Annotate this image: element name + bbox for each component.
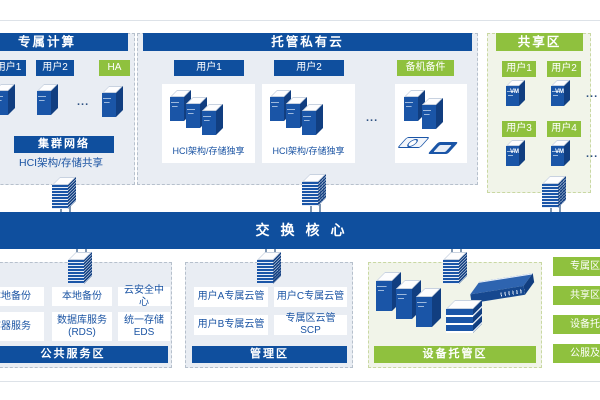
zone-shared-title: 共享区 <box>496 33 583 51</box>
service-card: 本地备份 <box>0 287 44 306</box>
zone-hosted-title: 托管私有云 <box>143 33 472 51</box>
connector-line <box>310 204 312 214</box>
side-label-dedicated: 专属区 <box>553 257 600 276</box>
connector-line <box>319 204 321 214</box>
disk-icon <box>397 137 430 148</box>
zone-dedicated-title: 专属计算 <box>0 33 128 51</box>
vm-icon: VM <box>506 140 525 166</box>
vm-icon: VM <box>506 80 525 106</box>
shared-user2-label: 用户2 <box>547 61 581 77</box>
server-icon <box>170 90 191 121</box>
server-icon <box>0 84 15 115</box>
hosted-arch2-text: HCI架构/存储独享 <box>272 146 345 156</box>
server-icon <box>396 280 421 319</box>
connector-line <box>69 206 71 214</box>
mgmt-card: 用户A专属云管 <box>194 287 268 307</box>
mgmt-card: 专属区云管SCP <box>274 313 347 336</box>
ellipsis: ... <box>586 88 599 100</box>
server-icon <box>270 90 291 121</box>
hosted-user2-label: 用户2 <box>274 60 344 76</box>
zone-management-title: 管理区 <box>192 346 347 363</box>
ellipsis: ... <box>77 96 90 108</box>
service-card: 容器服务 <box>0 312 44 341</box>
switching-core-band: 交换核心 <box>0 212 600 249</box>
server-icon <box>422 98 443 129</box>
server-icon <box>404 90 425 121</box>
server-icon <box>376 272 401 311</box>
service-card: 云安全中心 <box>118 285 170 308</box>
shared-user3-label: 用户3 <box>502 121 536 137</box>
connector-line <box>76 247 78 255</box>
connector-line <box>550 205 552 214</box>
server-icon <box>286 97 307 128</box>
server-icon <box>202 104 223 135</box>
hosted-user2-card: HCI架构/存储独享 <box>262 84 355 163</box>
chip-icon <box>427 142 459 154</box>
spare-parts-label: 备机备件 <box>397 60 454 76</box>
switch-icon <box>542 176 566 208</box>
storage-stack-icon <box>446 300 482 333</box>
side-label-shared: 共享区 <box>553 286 600 305</box>
dedicated-user2-label: 用户2 <box>36 60 74 76</box>
ellipsis: ... <box>366 112 379 124</box>
switch-icon <box>257 252 281 284</box>
vm-icon: VM <box>551 140 570 166</box>
top-divider <box>0 20 600 21</box>
cluster-network-bar: 集群网络 <box>14 136 114 153</box>
server-icon <box>302 104 323 135</box>
bottom-divider <box>0 381 600 382</box>
ellipsis: ... <box>586 148 599 160</box>
vm-icon: VM <box>551 80 570 106</box>
service-card: 本地备份 <box>52 287 112 306</box>
hosted-user1-card: HCI架构/存储独享 <box>162 84 255 163</box>
zone-shared <box>487 33 591 193</box>
dedicated-ha-label: HA <box>99 60 130 76</box>
connector-line <box>60 206 62 214</box>
shared-user4-label: 用户4 <box>547 121 581 137</box>
switch-icon <box>52 177 76 209</box>
mgmt-card: 用户B专属云管 <box>194 315 268 335</box>
spare-parts-card <box>395 84 467 163</box>
dedicated-arch-text: HCI架构/存储共享 <box>19 157 103 169</box>
service-card: 数据库服务(RDS) <box>52 312 112 341</box>
switch-icon <box>443 252 467 284</box>
dedicated-user1-label: 用户1 <box>0 60 26 76</box>
switch-icon <box>302 174 326 206</box>
connector-line <box>85 247 87 255</box>
connector-line <box>559 205 561 214</box>
switch-icon <box>68 252 92 284</box>
shared-user1-label: 用户1 <box>502 61 536 77</box>
connector-line <box>265 247 267 255</box>
hosted-arch1-text: HCI架构/存储独享 <box>172 146 245 156</box>
server-icon <box>102 86 123 117</box>
mgmt-card: 用户C专属云管 <box>274 287 347 307</box>
side-label-hosting: 设备托管 <box>553 315 600 334</box>
server-icon <box>37 84 58 115</box>
zone-public-title: 公共服务区 <box>0 346 168 363</box>
service-card: 统一存储EDS <box>118 312 170 341</box>
server-icon <box>416 288 441 327</box>
connector-line <box>451 247 453 255</box>
connector-line <box>460 247 462 255</box>
side-label-public: 公服及管 <box>553 344 600 363</box>
connector-line <box>274 247 276 255</box>
server-icon <box>186 97 207 128</box>
zone-equipment-hosting-title: 设备托管区 <box>374 346 536 363</box>
hosted-user1-label: 用户1 <box>174 60 244 76</box>
